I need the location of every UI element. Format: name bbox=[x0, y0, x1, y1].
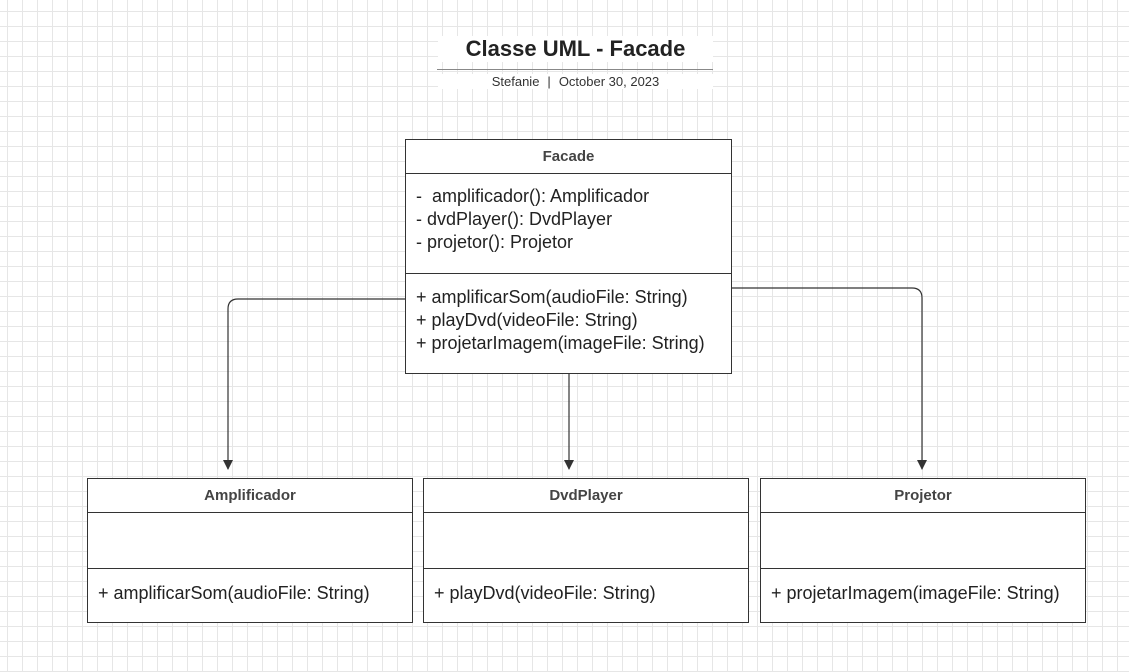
class-attributes: - amplificador(): Amplificador - dvdPlay… bbox=[406, 174, 731, 274]
class-name: Facade bbox=[406, 140, 731, 174]
method: + projetarImagem(imageFile: String) bbox=[416, 333, 705, 353]
method: + playDvd(videoFile: String) bbox=[416, 310, 638, 330]
diagram-meta: Stefanie | October 30, 2023 bbox=[438, 74, 713, 89]
class-methods: + amplificarSom(audioFile: String) bbox=[88, 569, 412, 605]
class-methods: + playDvd(videoFile: String) bbox=[424, 569, 748, 605]
class-facade[interactable]: Facade - amplificador(): Amplificador - … bbox=[405, 139, 732, 374]
diagram-title: Classe UML - Facade bbox=[438, 36, 713, 62]
method: + projetarImagem(imageFile: String) bbox=[771, 583, 1060, 603]
class-attributes bbox=[88, 513, 412, 569]
attribute: - dvdPlayer(): DvdPlayer bbox=[416, 209, 613, 229]
class-methods: + projetarImagem(imageFile: String) bbox=[761, 569, 1085, 605]
author-label: Stefanie bbox=[491, 74, 540, 89]
attribute: - amplificador(): Amplificador bbox=[416, 186, 650, 206]
class-name: DvdPlayer bbox=[424, 479, 748, 513]
attribute: - projetor(): Projetor bbox=[416, 232, 574, 252]
method: + amplificarSom(audioFile: String) bbox=[98, 583, 370, 603]
connector-facade-amplificador[interactable] bbox=[223, 298, 406, 470]
class-attributes bbox=[761, 513, 1085, 569]
class-amplificador[interactable]: Amplificador + amplificarSom(audioFile: … bbox=[87, 478, 413, 623]
method: + playDvd(videoFile: String) bbox=[434, 583, 656, 603]
meta-separator: | bbox=[547, 74, 551, 89]
class-methods: + amplificarSom(audioFile: String) + pla… bbox=[406, 274, 731, 355]
class-attributes bbox=[424, 513, 748, 569]
class-name: Projetor bbox=[761, 479, 1085, 513]
title-divider bbox=[437, 69, 713, 70]
date-label: October 30, 2023 bbox=[558, 74, 660, 89]
class-projetor[interactable]: Projetor + projetarImagem(imageFile: Str… bbox=[760, 478, 1086, 623]
class-dvdplayer[interactable]: DvdPlayer + playDvd(videoFile: String) bbox=[423, 478, 749, 623]
method: + amplificarSom(audioFile: String) bbox=[416, 287, 688, 307]
class-name: Amplificador bbox=[88, 479, 412, 513]
connector-facade-projetor[interactable] bbox=[731, 287, 927, 470]
